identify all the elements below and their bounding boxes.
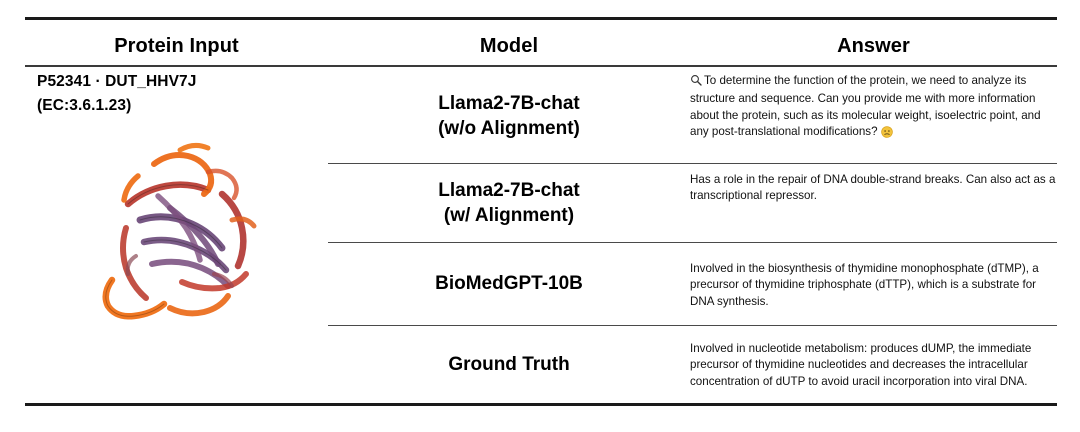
column-header-answer: Answer — [837, 34, 910, 57]
model-cell-row-4: Ground Truth — [328, 327, 690, 403]
model-name-line1: Llama2-7B-chat — [438, 92, 580, 114]
model-cell-row-1: Llama2-7B-chat (w/o Alignment) — [328, 70, 690, 163]
table-bottom-rule — [25, 403, 1057, 406]
answer-cell-row-1: To determine the function of the protein… — [690, 73, 1071, 144]
protein-structure-image — [25, 124, 328, 324]
model-name-line1: BioMedGPT-10B — [435, 273, 583, 295]
table-header-rule — [25, 65, 1057, 67]
column-header-model: Model — [479, 34, 539, 57]
answer-text: Involved in the biosynthesis of thymidin… — [690, 262, 1039, 308]
answer-text: To determine the function of the protein… — [690, 74, 1041, 139]
row-divider-2 — [328, 242, 1057, 244]
answer-cell-row-3: Involved in the biosynthesis of thymidin… — [690, 261, 1071, 310]
table-top-rule — [25, 17, 1057, 20]
protein-ec-number: (EC:3.6.1.23) — [37, 97, 132, 115]
model-name-line2: (w/ Alignment) — [443, 204, 575, 226]
model-name-line1: Llama2-7B-chat — [438, 179, 580, 201]
model-name-line1: Ground Truth — [448, 353, 570, 375]
model-name-line2: (w/o Alignment) — [438, 117, 580, 139]
answer-text: Has a role in the repair of DNA double-s… — [690, 173, 1056, 203]
model-cell-row-3: BioMedGPT-10B — [328, 244, 690, 325]
row-divider-1 — [328, 163, 1057, 165]
thinking-face-emoji — [880, 126, 893, 143]
protein-ribbon-icon — [102, 143, 256, 320]
magnifying-glass-icon — [690, 74, 702, 91]
answer-text: Involved in nucleotide metabolism: produ… — [690, 342, 1032, 388]
answer-cell-row-2: Has a role in the repair of DNA double-s… — [690, 172, 1071, 205]
model-cell-row-2: Llama2-7B-chat (w/ Alignment) — [328, 165, 690, 242]
column-header-protein-input: Protein Input — [114, 34, 239, 57]
protein-accession: P52341 · DUT_HHV7J — [37, 73, 197, 90]
row-divider-3 — [328, 325, 1057, 327]
answer-cell-row-4: Involved in nucleotide metabolism: produ… — [690, 341, 1071, 390]
protein-input-cell: P52341 · DUT_HHV7J (EC:3.6.1.23) — [25, 70, 328, 400]
